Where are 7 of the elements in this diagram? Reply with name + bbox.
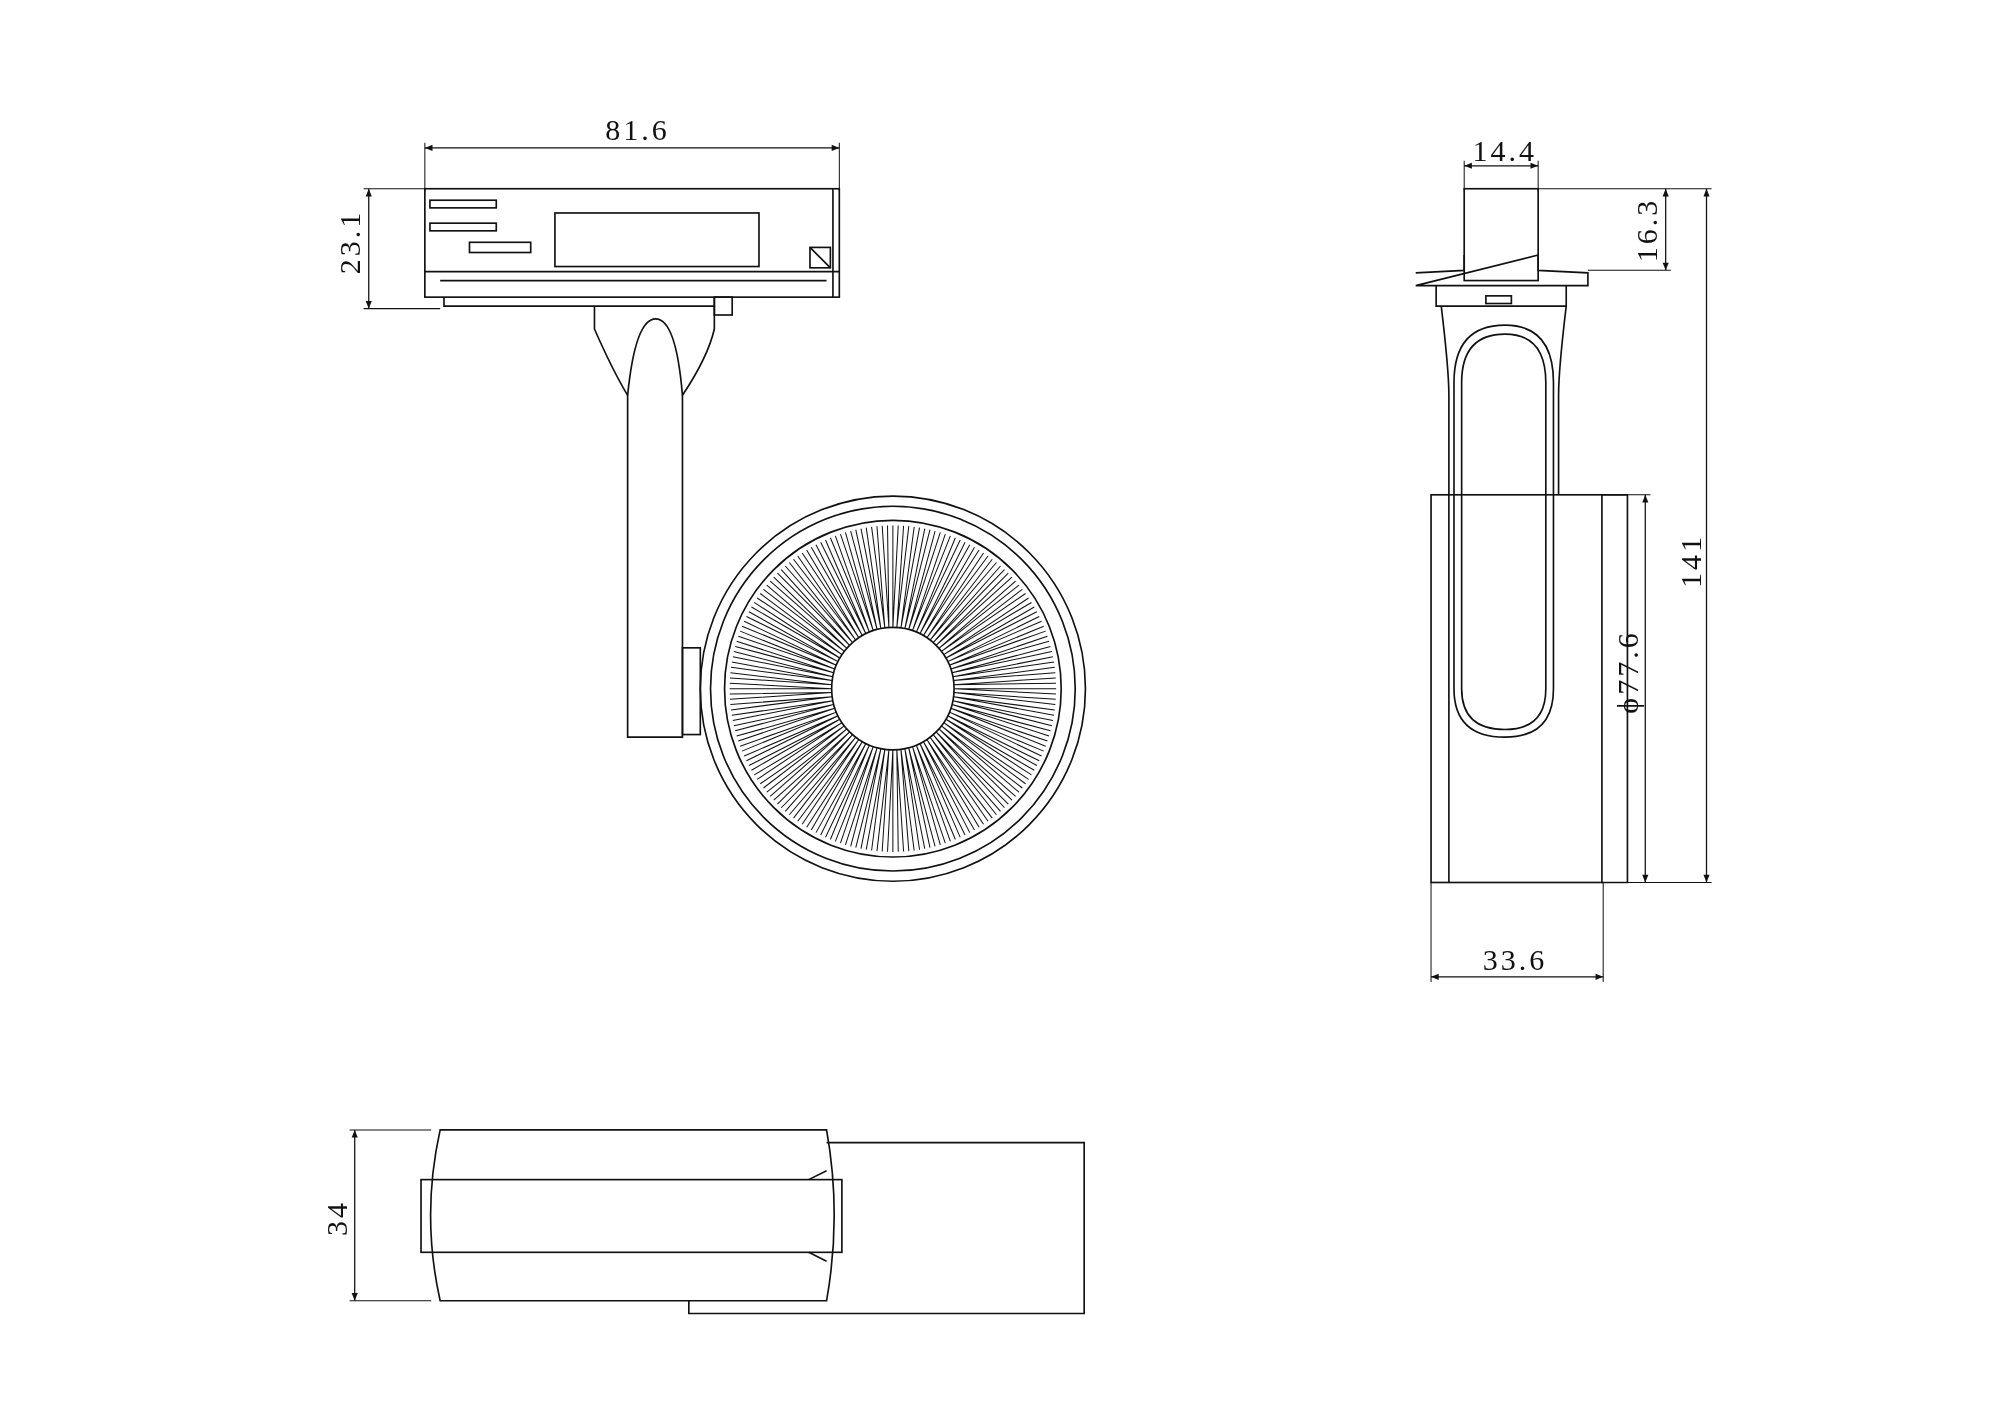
dimension-label: 81.6 <box>605 115 670 146</box>
dimension-label: 23.1 <box>335 210 366 275</box>
dimension-label: 33.6 <box>1482 945 1548 976</box>
dimension-label: 16.3 <box>1632 197 1663 262</box>
dimension-label: 34 <box>321 1200 352 1237</box>
dimension-label: 141 <box>1676 534 1707 589</box>
dimension-label: 14.4 <box>1472 135 1538 166</box>
